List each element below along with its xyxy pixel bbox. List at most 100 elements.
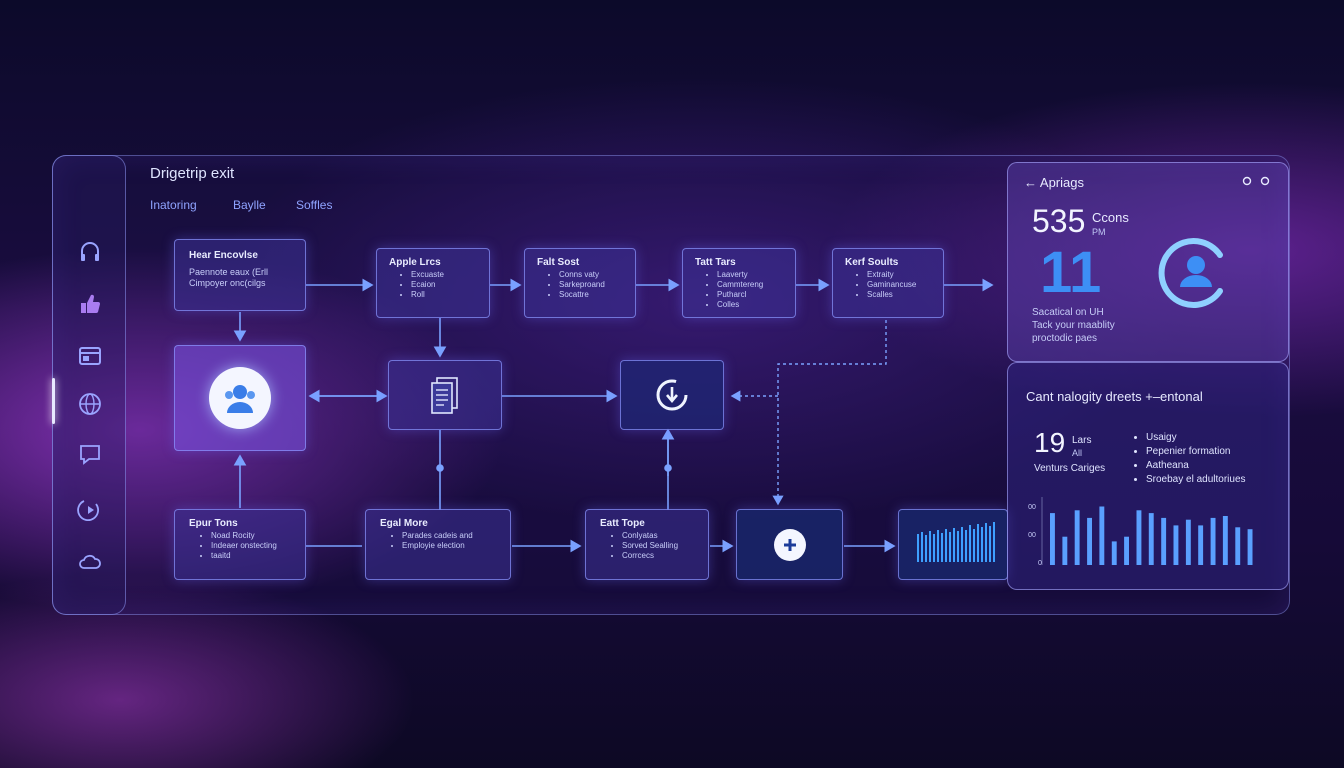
node-download[interactable] (620, 360, 724, 430)
chart-bar (1198, 525, 1204, 565)
node-waveform[interactable] (898, 509, 1008, 580)
headphones-icon[interactable] (76, 238, 104, 266)
chart-bar (1161, 517, 1167, 565)
thumbs-up-icon[interactable] (76, 290, 104, 318)
node-line: Cimpoyer onc(cilgs (189, 278, 266, 288)
page-title: Drigetrip exit (150, 165, 235, 182)
ring-icon[interactable] (1242, 176, 1252, 186)
list-item: Excuaste (411, 270, 477, 280)
axis-tick-label: 0 (1038, 560, 1042, 567)
stat-value: 19 (1034, 427, 1066, 458)
chart-bar (1099, 506, 1105, 565)
list-item: Conlyatas (622, 531, 694, 541)
axis-tick-label: 00 (1028, 504, 1036, 511)
side-rail (52, 155, 126, 615)
chart-bar (1124, 536, 1129, 565)
node-egal-more[interactable]: Egal More Parades cadeis and Employie el… (365, 509, 511, 580)
big-number: 11 (1040, 240, 1102, 305)
list-item: Corrcecs (622, 551, 694, 561)
activity-bar-chart: 00 00 0 (1028, 497, 1253, 567)
node-user-profile[interactable] (174, 345, 306, 451)
node-title: Kerf Soults (845, 257, 899, 268)
chart-bar (1222, 516, 1228, 565)
panel-options (1242, 176, 1270, 186)
node-falt-sost[interactable]: Falt Sost Conns vaty Sarkeproand Socattr… (524, 248, 636, 318)
list-item: Socattre (559, 290, 623, 300)
node-epur-tons[interactable]: Epur Tons Noad Rocity Indeaer onstecting… (174, 509, 306, 580)
list-item: Indeaer onstecting (211, 541, 291, 551)
chart-bar (1111, 541, 1117, 565)
chart-bar (1074, 510, 1080, 565)
download-icon (656, 379, 688, 411)
node-line: Paennote eaux (Erll (189, 267, 269, 277)
legend-item: Pepenier formation (1146, 445, 1246, 459)
rail-active-marker (52, 378, 55, 424)
legend-item: Sroebay el adultoriues (1146, 473, 1246, 487)
list-item: taaitd (211, 551, 291, 561)
chart-bar (1062, 536, 1068, 565)
info-line: Sacatical on UH (1032, 307, 1104, 318)
document-icon (431, 377, 458, 414)
chart-bar (1148, 513, 1154, 565)
plus-icon (773, 528, 806, 561)
chat-icon[interactable] (76, 440, 104, 468)
list-item: Putharcl (717, 290, 783, 300)
chart-bar (1210, 517, 1216, 565)
node-eatt-tope[interactable]: Eatt Tope Conlyatas Sorved Sealling Corr… (585, 509, 709, 580)
user-icon (209, 367, 271, 429)
node-documents[interactable] (388, 360, 502, 430)
node-hear-encovlse[interactable]: Hear Encovlse Paennote eaux (Erll Cimpoy… (174, 239, 306, 311)
list-item: Roll (411, 290, 477, 300)
legend-list: Usaigy Pepenier formation Aatheana Sroeb… (1134, 431, 1246, 487)
chart-bar (1087, 517, 1092, 565)
stat-unit: Lars (1072, 435, 1092, 446)
node-title: Hear Encovlse (189, 250, 258, 261)
info-line: proctodic paes (1032, 333, 1098, 344)
list-item: Conns vaty (559, 270, 623, 280)
list-item: Noad Rocity (211, 531, 291, 541)
info-line: Tack your maablity (1032, 320, 1115, 331)
axis-tick-label: 00 (1028, 532, 1036, 539)
chart-bar (1235, 527, 1241, 565)
waveform-icon (917, 522, 995, 562)
node-title: Epur Tons (189, 518, 238, 529)
node-title: Egal More (380, 518, 428, 529)
list-item: Sorved Sealling (622, 541, 694, 551)
list-item: Laaverty (717, 270, 783, 280)
list-item: Cammtereng (717, 280, 783, 290)
metric-main: 535 (1032, 203, 1086, 239)
node-tatt-tars[interactable]: Tatt Tars Laaverty Cammtereng Putharcl C… (682, 248, 796, 318)
play-icon[interactable] (76, 496, 104, 524)
list-item: Extraity (867, 270, 931, 280)
ring-icon[interactable] (1260, 176, 1270, 186)
add-node-button[interactable] (736, 509, 843, 580)
node-kerf-soults[interactable]: Kerf Soults Extraity Gaminancuse Scalles (832, 248, 944, 318)
panel-title: Cant nalogity dreets +–entonal (1026, 389, 1203, 404)
list-item: Colles (717, 300, 783, 310)
stat-label: Venturs Cariges (1034, 463, 1106, 474)
chart-bar (1136, 510, 1142, 565)
tab-inatoring[interactable]: Inatoring (150, 198, 197, 212)
node-title: Apple Lrcs (389, 257, 441, 268)
legend-item: Usaigy (1146, 431, 1246, 445)
back-link[interactable]: ← Apriags (1024, 175, 1084, 190)
tab-baylle[interactable]: Baylle (233, 198, 266, 212)
list-item: Scalles (867, 290, 931, 300)
tab-soffles[interactable]: Soffles (296, 198, 333, 212)
apps-panel: ← Apriags 535 Ccons PM 11 Sacatical on U… (1007, 162, 1289, 362)
globe-icon[interactable] (76, 390, 104, 418)
node-apple-lrcs[interactable]: Apple Lrcs Excuaste Ecaion Roll (376, 248, 490, 318)
list-item: Gaminancuse (867, 280, 931, 290)
chart-bar (1247, 529, 1253, 565)
cloud-icon[interactable] (76, 548, 104, 576)
node-title: Tatt Tars (695, 257, 736, 268)
node-title: Falt Sost (537, 257, 580, 268)
chart-bar (1050, 513, 1055, 565)
node-title: Eatt Tope (600, 518, 645, 529)
list-item: Parades cadeis and (402, 531, 496, 541)
legend-item: Aatheana (1146, 459, 1246, 473)
metric-unit: Ccons (1092, 210, 1129, 225)
chart-bar (1185, 519, 1191, 565)
window-icon[interactable] (76, 342, 104, 370)
